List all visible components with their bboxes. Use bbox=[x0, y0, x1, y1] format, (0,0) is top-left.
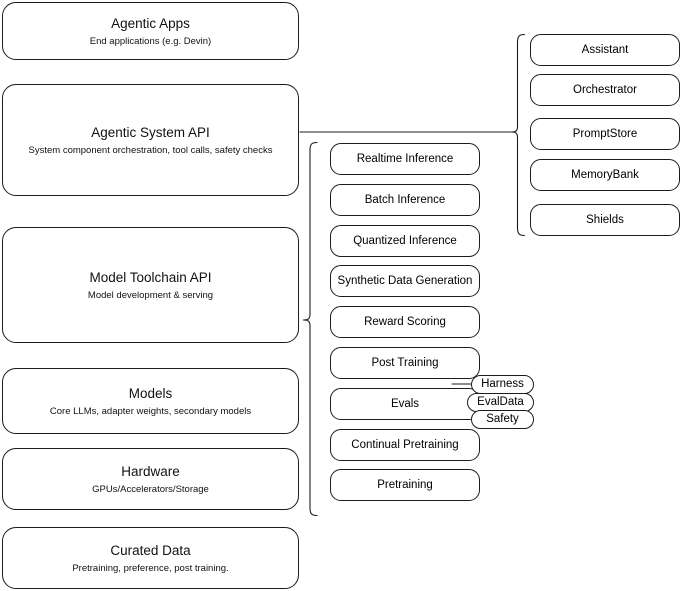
toolchain-item-reward-scoring[interactable]: Reward Scoring bbox=[330, 306, 480, 338]
toolchain-item-label: Post Training bbox=[371, 357, 439, 369]
brace-system-components bbox=[510, 33, 526, 237]
toolchain-item-realtime-inference[interactable]: Realtime Inference bbox=[330, 143, 480, 175]
toolchain-item-label: Continual Pretraining bbox=[351, 439, 459, 451]
layer-agentic-apps[interactable]: Agentic Apps End applications (e.g. Devi… bbox=[2, 2, 299, 60]
layer-subtitle: Pretraining, preference, post training. bbox=[72, 562, 229, 574]
toolchain-item-pretraining[interactable]: Pretraining bbox=[330, 469, 480, 501]
toolchain-item-continual-pretraining[interactable]: Continual Pretraining bbox=[330, 429, 480, 461]
layer-model-toolchain-api[interactable]: Model Toolchain API Model development & … bbox=[2, 227, 299, 343]
toolchain-item-batch-inference[interactable]: Batch Inference bbox=[330, 184, 480, 216]
toolchain-item-label: Synthetic Data Generation bbox=[337, 275, 473, 287]
layer-curated-data[interactable]: Curated Data Pretraining, preference, po… bbox=[2, 527, 299, 589]
system-item-label: MemoryBank bbox=[571, 169, 639, 181]
toolchain-item-label: Reward Scoring bbox=[364, 316, 446, 328]
system-item-assistant[interactable]: Assistant bbox=[530, 34, 680, 66]
toolchain-item-evals[interactable]: Evals bbox=[330, 388, 480, 420]
toolchain-item-label: Realtime Inference bbox=[356, 153, 454, 165]
system-item-promptstore[interactable]: PromptStore bbox=[530, 118, 680, 150]
brace-toolchain-components bbox=[302, 141, 318, 517]
layer-subtitle: Model development & serving bbox=[87, 289, 214, 301]
system-item-label: Assistant bbox=[581, 44, 629, 56]
eval-pill-safety[interactable]: Safety bbox=[471, 410, 534, 429]
system-item-label: PromptStore bbox=[572, 128, 638, 140]
eval-pill-label: Harness bbox=[481, 378, 524, 390]
layer-models[interactable]: Models Core LLMs, adapter weights, secon… bbox=[2, 368, 299, 434]
layer-title: Curated Data bbox=[110, 542, 191, 558]
eval-pill-harness[interactable]: Harness bbox=[471, 375, 534, 394]
layer-hardware[interactable]: Hardware GPUs/Accelerators/Storage bbox=[2, 448, 299, 510]
layer-title: Agentic Apps bbox=[111, 15, 190, 31]
toolchain-item-synthetic-data-generation[interactable]: Synthetic Data Generation bbox=[330, 265, 480, 297]
layer-subtitle: Core LLMs, adapter weights, secondary mo… bbox=[49, 405, 252, 417]
toolchain-item-label: Evals bbox=[390, 398, 420, 410]
eval-pill-evaldata[interactable]: EvalData bbox=[467, 393, 534, 412]
layer-subtitle: GPUs/Accelerators/Storage bbox=[92, 483, 209, 495]
layer-agentic-system-api[interactable]: Agentic System API System component orch… bbox=[2, 84, 299, 196]
eval-pill-label: Safety bbox=[486, 413, 519, 425]
toolchain-item-label: Pretraining bbox=[377, 479, 433, 491]
system-item-orchestrator[interactable]: Orchestrator bbox=[530, 74, 680, 106]
toolchain-item-post-training[interactable]: Post Training bbox=[330, 347, 480, 379]
eval-pill-label: EvalData bbox=[477, 396, 524, 408]
layer-title: Agentic System API bbox=[91, 124, 210, 140]
layer-title: Models bbox=[128, 385, 173, 401]
layer-subtitle: System component orchestration, tool cal… bbox=[28, 144, 273, 156]
layer-subtitle: End applications (e.g. Devin) bbox=[89, 35, 212, 47]
system-item-memorybank[interactable]: MemoryBank bbox=[530, 159, 680, 191]
toolchain-item-label: Batch Inference bbox=[364, 194, 446, 206]
system-item-shields[interactable]: Shields bbox=[530, 204, 680, 236]
toolchain-item-label: Quantized Inference bbox=[353, 235, 457, 247]
system-item-label: Shields bbox=[586, 214, 624, 226]
layer-title: Model Toolchain API bbox=[89, 269, 212, 285]
system-item-label: Orchestrator bbox=[573, 84, 637, 96]
toolchain-item-quantized-inference[interactable]: Quantized Inference bbox=[330, 225, 480, 257]
layer-title: Hardware bbox=[121, 463, 180, 479]
